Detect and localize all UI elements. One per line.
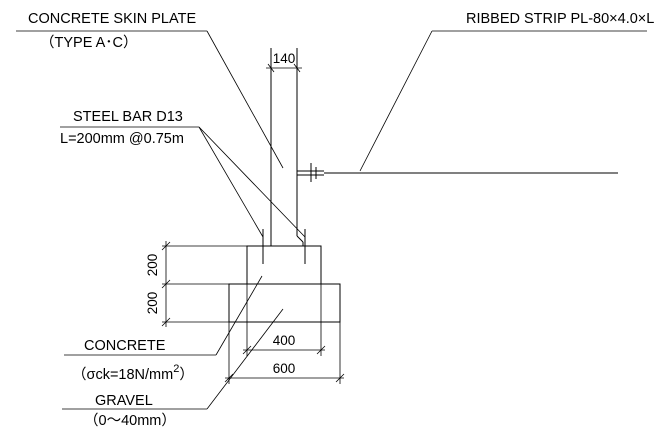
concrete-label: CONCRETE [84,338,166,354]
gravel-spec: （0～40mm） [84,412,176,429]
gravel-width-value: 600 [273,361,296,376]
skin-plate-label: CONCRETE SKIN PLATE [28,11,196,27]
concrete-spec: （σck=18N/mm2） [72,363,194,383]
plate-width-value: 140 [273,51,296,66]
steel-bars [262,229,306,264]
skin-plate-leader [206,30,284,169]
upper-height-value: 200 [145,254,160,277]
steel-bar-label: STEEL BAR D13 [73,109,183,125]
concrete-width-value: 400 [273,333,296,348]
skin-plate-type: （TYPE A･C） [40,34,138,51]
concrete-footing [246,245,322,285]
ribbed-strip [297,163,618,182]
gravel-bed [228,283,341,323]
ribbed-strip-label: RIBBED STRIP PL-80×4.0×L [466,11,654,27]
steel-bar-spec: L=200mm @0.75m [60,131,184,147]
gravel-label: GRAVEL [95,393,153,409]
plate-width-dimension [266,63,302,73]
lower-height-value: 200 [145,292,160,315]
gravel-leader [206,308,284,410]
height-dimensions [161,241,247,327]
concrete-leader [215,275,263,356]
skin-plate-outline [270,48,304,247]
steel-bar-leaders [198,126,306,238]
ribbed-strip-leader [359,30,433,172]
